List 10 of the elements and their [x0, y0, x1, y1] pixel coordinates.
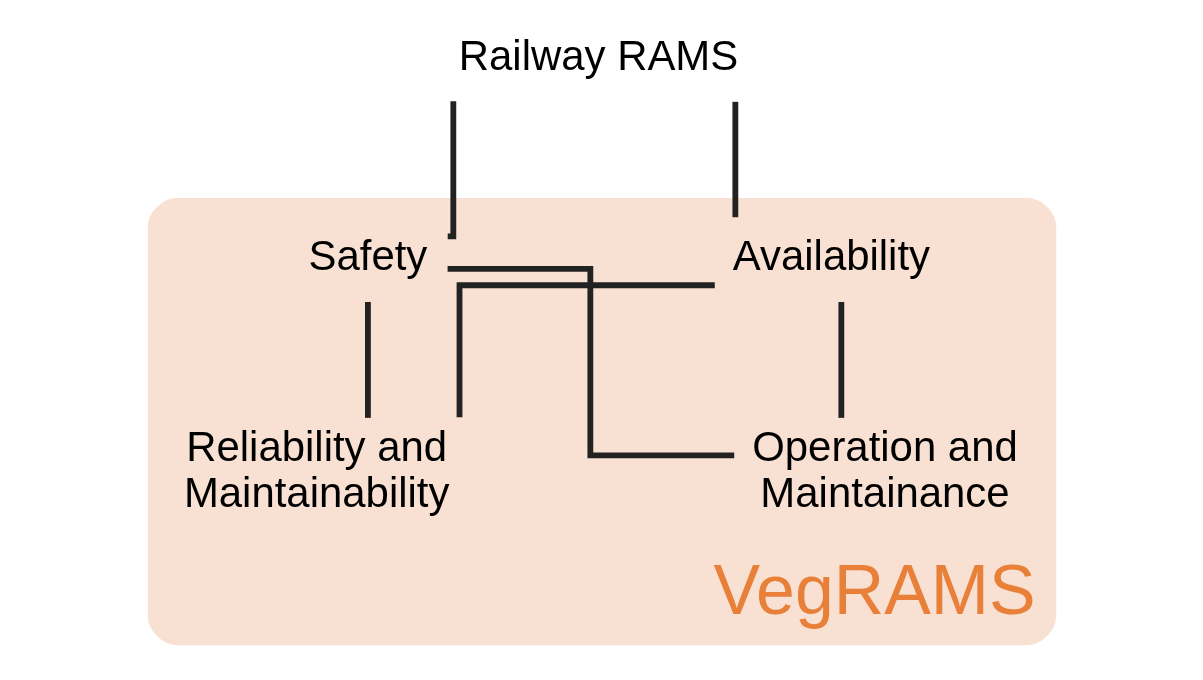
connector: [447, 266, 734, 459]
connector: [364, 302, 371, 418]
connector: [837, 302, 844, 418]
node-text: Operation and Maintainance: [751, 422, 1018, 517]
node-text: Reliability and Maintainability: [183, 422, 449, 517]
node-text: Railway RAMS: [458, 31, 738, 79]
connector: [456, 282, 715, 418]
node-text: Safety: [308, 231, 427, 279]
connector: [731, 101, 738, 218]
node-text: Availability: [732, 231, 930, 279]
